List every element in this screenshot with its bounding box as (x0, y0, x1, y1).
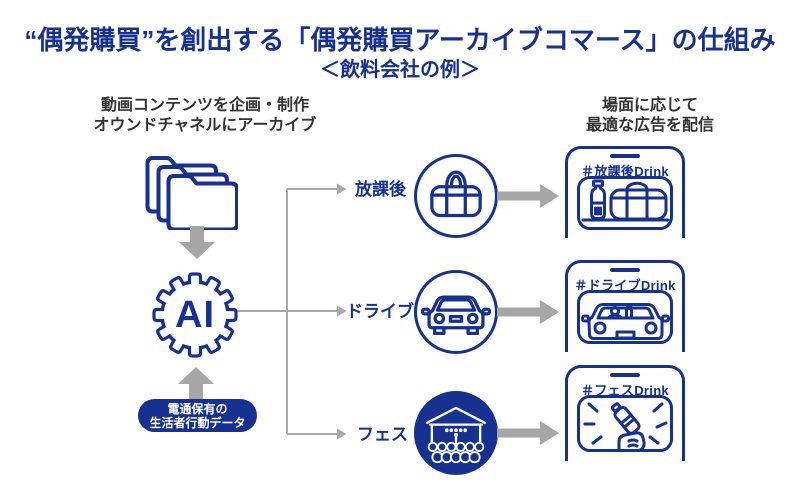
right-arrow-icon (497, 421, 559, 445)
car-icon (420, 295, 492, 335)
festival-stage-icon (426, 406, 486, 464)
down-arrow-icon (179, 226, 215, 259)
right-heading-line2: 最適な広告を配信 (585, 117, 714, 134)
pill-line2: 生活者行動データ (149, 415, 246, 430)
right-arrow-icon (497, 184, 559, 208)
smartphone-ad-fes: ＃フェスDrink (565, 365, 685, 461)
up-arrow-icon (178, 367, 214, 400)
archive-folders-icon (145, 156, 238, 230)
ai-label: AI (175, 293, 215, 336)
ad-hashtag: ＃放課後Drink (581, 164, 669, 179)
page-subtitle: ＜飲料会社の例＞ (320, 59, 480, 81)
page-title: “偶発購買”を創出する「偶発購買アーカイブコマース」の仕組み (24, 25, 776, 55)
scene-label-afterschool: 放課後 (355, 180, 406, 199)
scene-label-fes: フェス (357, 425, 408, 444)
ad-hashtag: ＃フェスDrink (581, 383, 669, 398)
left-heading-line1: 動画コンテンツを企画・制作 (100, 97, 309, 114)
right-heading-line1: 場面に応じて (601, 97, 698, 114)
scene-label-drive: ドライブ (346, 302, 414, 321)
ad-image-frame (577, 176, 673, 230)
smartphone-ad-afterschool: ＃放課後Drink (565, 146, 685, 238)
ad-hashtag: ＃ドライブDrink (574, 278, 676, 293)
consumer-data-pill: 電通保有の 生活者行動データ (138, 399, 257, 432)
phone-speaker-bar (610, 154, 640, 158)
pill-line1: 電通保有の (167, 401, 228, 416)
ai-gear-icon (152, 272, 238, 358)
hand-holding-bottle-icon (583, 402, 667, 449)
left-heading-line2: オウンドチャネルにアーカイブ (93, 117, 317, 134)
bottle-and-bag-icon (581, 179, 669, 222)
scene-row (414, 391, 498, 475)
right-column-heading: 場面に応じて 最適な広告を配信 (540, 96, 760, 136)
right-arrow-icon (497, 300, 559, 324)
ad-image-frame (577, 290, 673, 344)
smartphone-ad-drive: ＃ドライブDrink (565, 260, 685, 352)
scene-row (414, 270, 498, 354)
left-column-heading: 動画コンテンツを企画・制作 オウンドチャネルにアーカイブ (70, 96, 340, 136)
phone-speaker-bar (610, 373, 640, 377)
bag-icon (430, 170, 482, 218)
scene-row (414, 154, 498, 238)
car-with-driver-icon (580, 303, 670, 340)
phone-speaker-bar (610, 268, 640, 272)
ad-image-frame (577, 395, 673, 452)
